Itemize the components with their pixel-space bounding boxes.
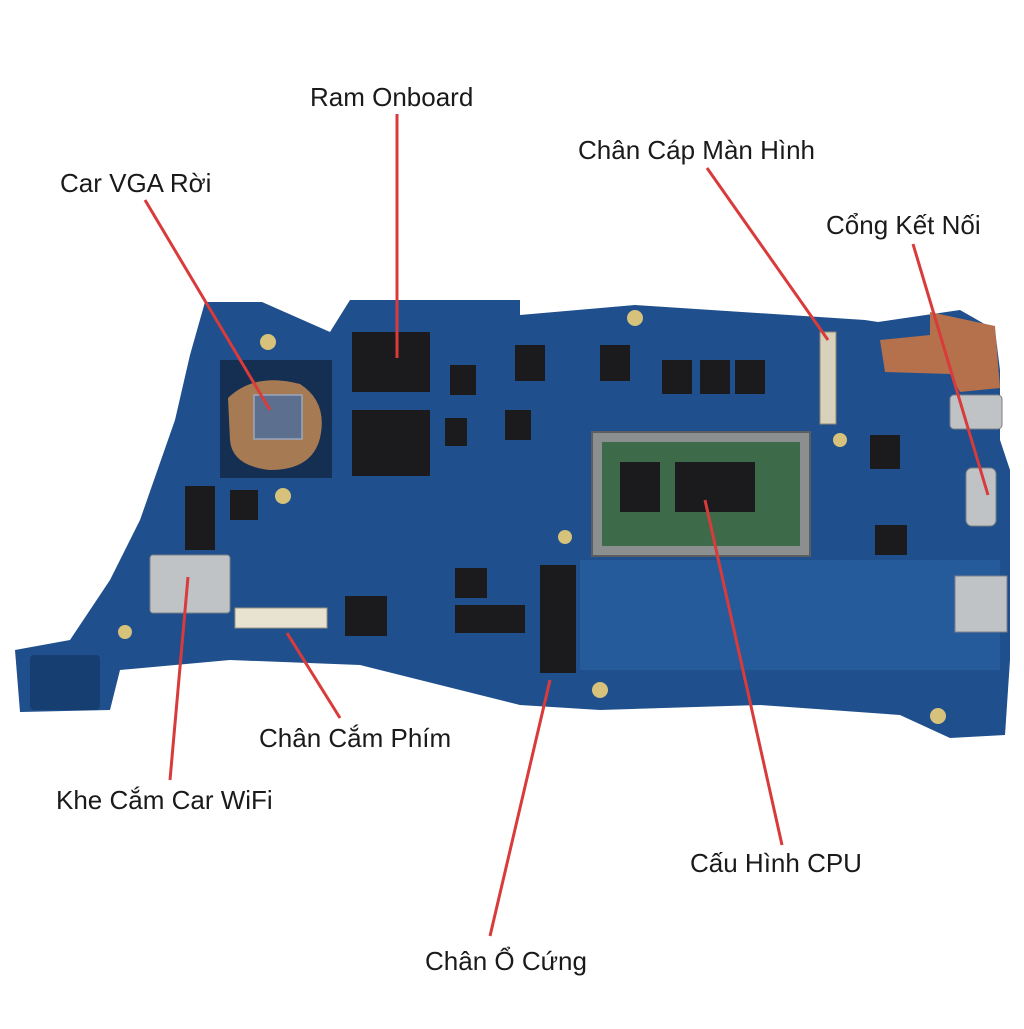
leader-storage xyxy=(488,679,552,937)
board-components xyxy=(118,310,946,724)
leader-ports xyxy=(911,243,990,496)
keyboard-connector xyxy=(234,607,328,629)
label-ports: Cổng Kết Nối xyxy=(826,210,981,240)
audio-port xyxy=(949,394,1003,430)
label-cpu: Cấu Hình CPU xyxy=(690,848,862,878)
leader-display-cable xyxy=(705,167,830,341)
vga-gpu-chip xyxy=(253,394,303,440)
leader-lines xyxy=(143,114,990,937)
flex-tab xyxy=(30,655,100,710)
label-wifi-slot: Khe Cắm Car WiFi xyxy=(56,785,273,815)
wifi-slot xyxy=(149,554,231,614)
leader-vga xyxy=(143,199,272,411)
leader-cpu xyxy=(703,499,784,846)
ram-chip-top xyxy=(352,332,430,392)
label-vga-card: Car VGA Rời xyxy=(60,168,212,198)
label-ram-onboard: Ram Onboard xyxy=(310,82,474,112)
motherboard-pcb xyxy=(15,300,1010,738)
ram-chip-bottom xyxy=(352,410,430,476)
leader-wifi xyxy=(168,576,190,781)
ssd-area xyxy=(580,560,1000,670)
copper-hinge-bracket xyxy=(880,312,1000,392)
usb-a-port xyxy=(954,575,1008,633)
cpu-die-main xyxy=(675,462,755,512)
label-display-cable: Chân Cáp Màn Hình xyxy=(578,135,816,165)
cpu-die-small xyxy=(620,462,660,512)
leader-keyboard xyxy=(285,632,342,719)
display-connector xyxy=(819,331,837,425)
label-storage-connector: Chân Ổ Cứng xyxy=(425,946,587,976)
ssd-slot xyxy=(540,565,576,673)
label-keyboard-connector: Chân Cắm Phím xyxy=(259,723,452,753)
